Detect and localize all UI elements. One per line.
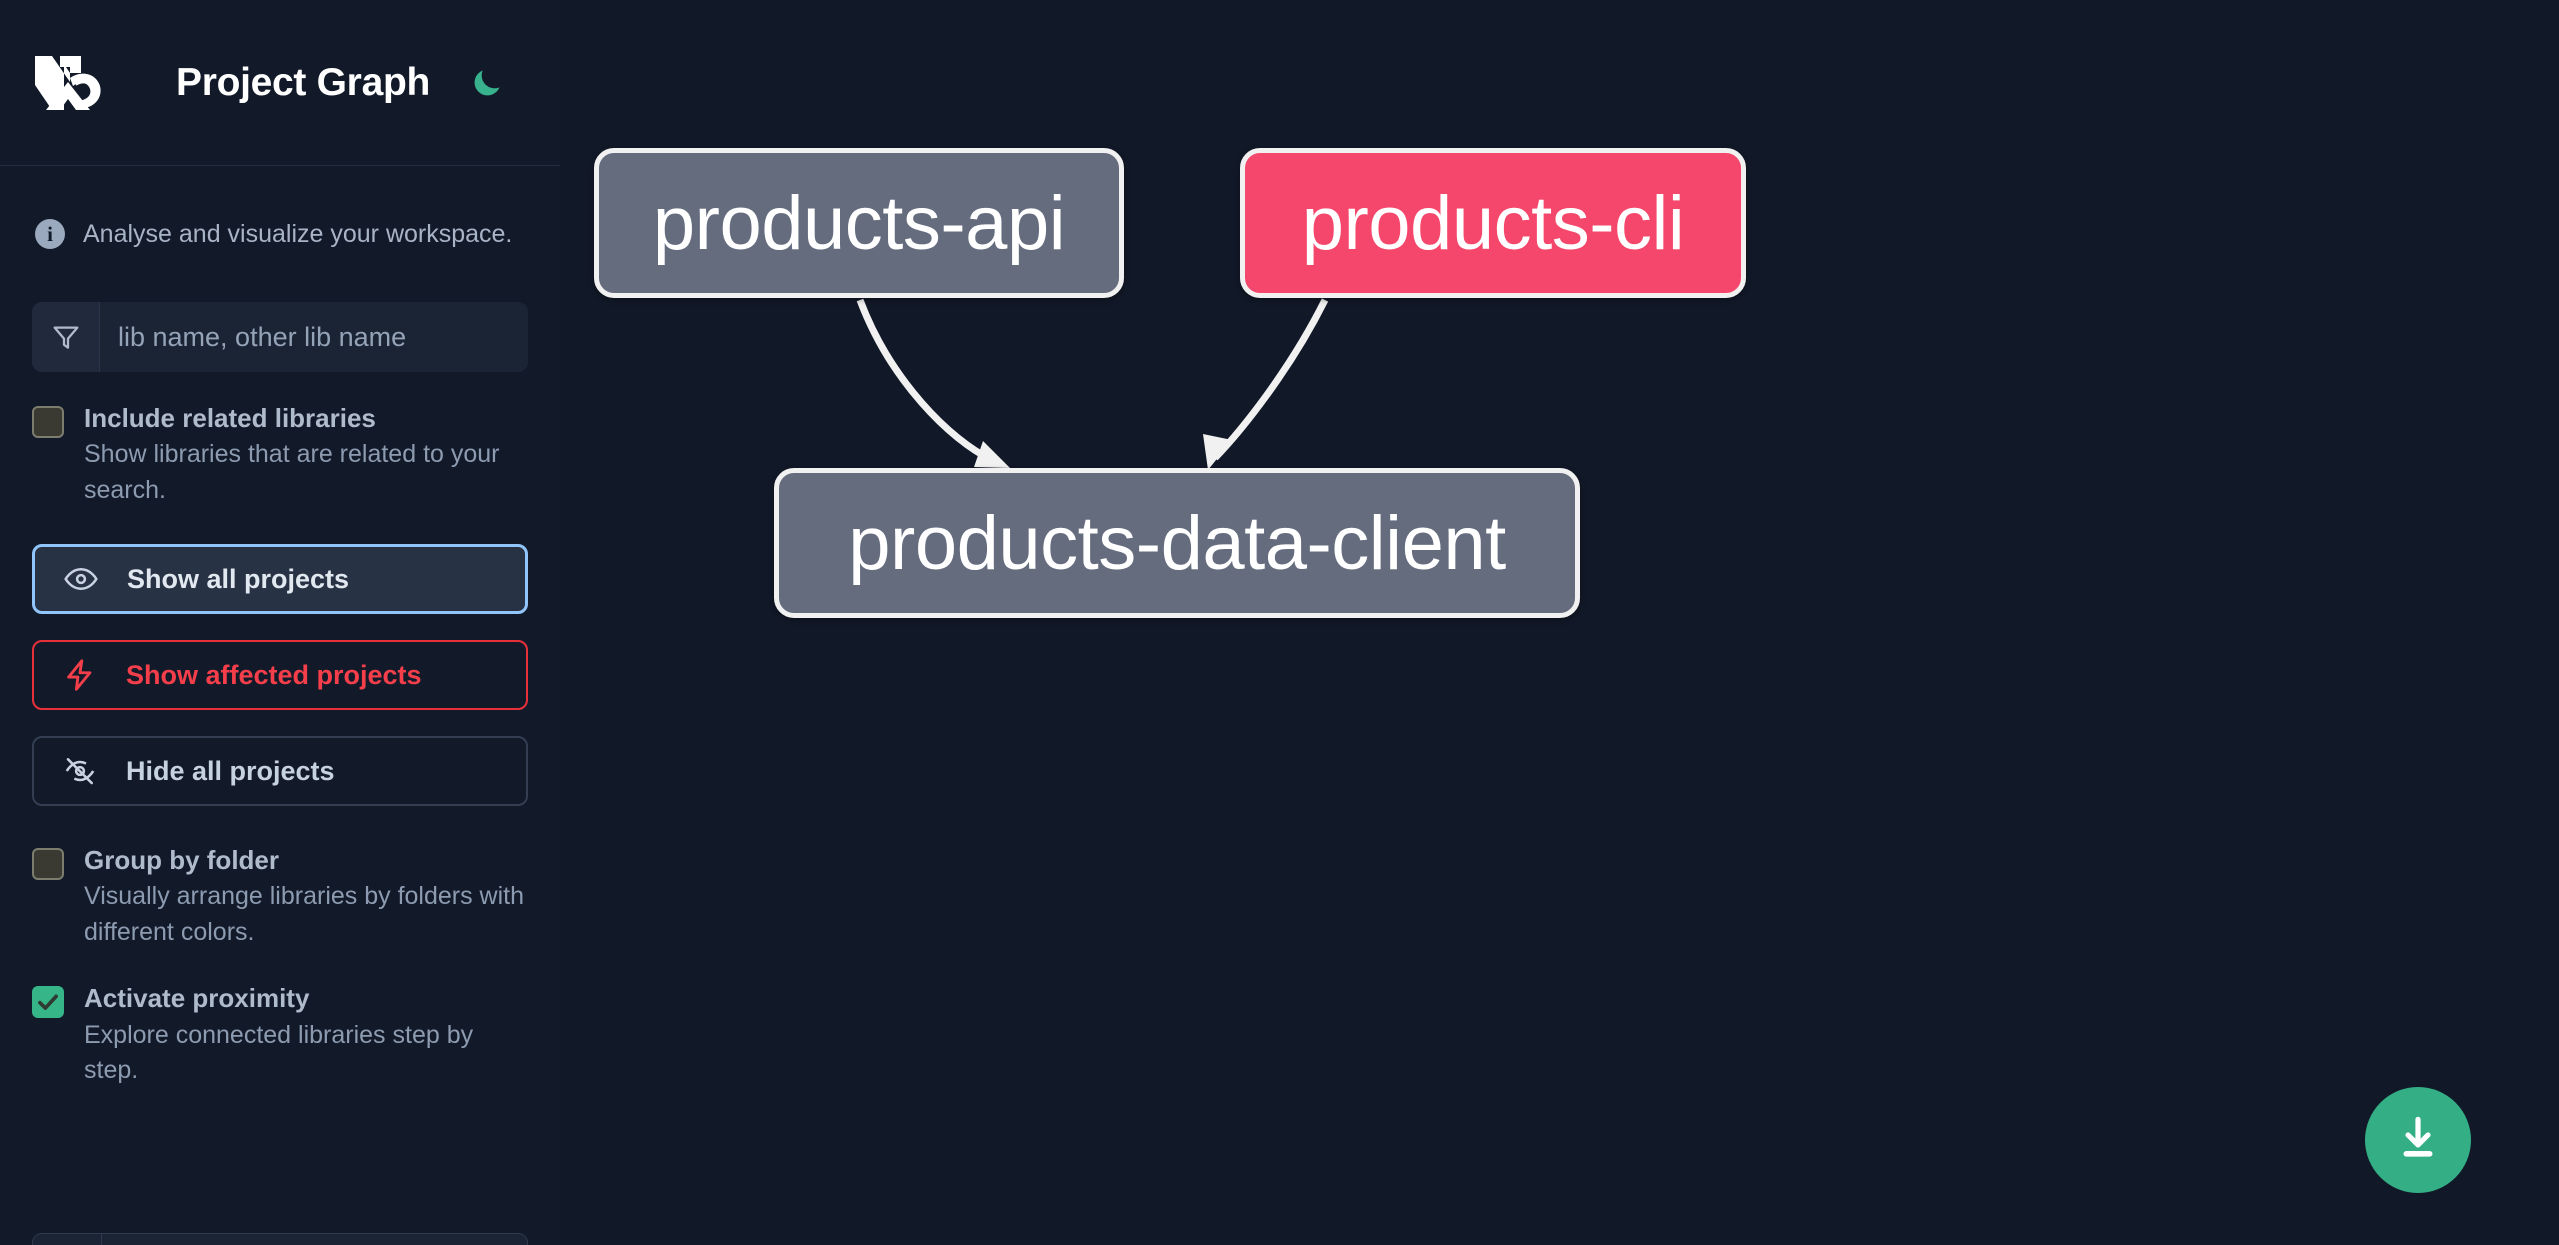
show-all-projects-button[interactable]: Show all projects [32,544,528,615]
checkbox-activate-proximity[interactable] [32,986,64,1019]
option-include-related-libraries[interactable]: Include related libraries Show libraries… [32,402,528,508]
graph-node-label: products-cli [1301,180,1685,266]
text-filter-input-partial[interactable] [32,1233,528,1245]
graph-node-label: products-data-client [848,500,1506,586]
edge-products-cli-to-products-data-client [1212,298,1329,461]
option-group-by-folder[interactable]: Group by folder Visually arrange librari… [32,844,528,950]
option-description: Explore connected libraries step by step… [84,1020,474,1085]
graph-canvas[interactable]: products-api products-cli products-data-… [560,0,2559,1245]
hide-all-projects-label: Hide all projects [126,755,335,786]
graph-node-products-data-client[interactable]: products-data-client [774,468,1580,618]
moon-icon[interactable] [466,62,508,104]
search-input[interactable] [100,302,528,372]
tagline: i Analyse and visualize your workspace. [32,166,528,262]
checkbox-group-by-folder[interactable] [32,848,64,881]
edge-products-api-to-products-data-client [856,298,994,464]
hide-all-projects-button[interactable]: Hide all projects [32,736,528,807]
search-field[interactable] [32,302,528,372]
info-icon: i [35,219,65,249]
show-affected-projects-button[interactable]: Show affected projects [32,640,528,711]
graph-node-products-api[interactable]: products-api [594,148,1124,298]
option-description: Show libraries that are related to your … [84,440,500,504]
arrowhead [974,441,1010,468]
option-title: Include related libraries [84,403,376,433]
tagline-text: Analyse and visualize your workspace. [83,219,513,248]
option-title: Group by folder [84,845,279,876]
show-all-projects-label: Show all projects [127,563,350,594]
eye-icon [61,559,101,599]
option-activate-proximity[interactable]: Activate proximity Explore connected lib… [32,982,528,1088]
graph-node-products-cli[interactable]: products-cli [1240,148,1746,298]
sidebar-body: i Analyse and visualize your workspace. … [0,166,560,1089]
filter-funnel-icon [32,302,100,372]
graph-node-label: products-api [652,180,1066,266]
arrowhead [1203,434,1232,470]
option-description: Visually arrange libraries by folders wi… [84,882,525,946]
nx-logo-icon [32,52,120,114]
option-title: Activate proximity [84,983,310,1014]
download-graph-button[interactable] [2365,1087,2471,1193]
lightning-bolt-icon [60,655,100,695]
checkbox-include-related-libraries[interactable] [32,406,64,438]
page-title: Project Graph [176,60,430,104]
eye-off-icon [60,751,100,791]
show-affected-projects-label: Show affected projects [126,659,422,690]
sidebar: Project Graph i Analyse and visualize yo… [0,0,560,1245]
download-icon [2392,1112,2444,1169]
sidebar-header: Project Graph [0,0,560,166]
divider [101,1234,102,1245]
